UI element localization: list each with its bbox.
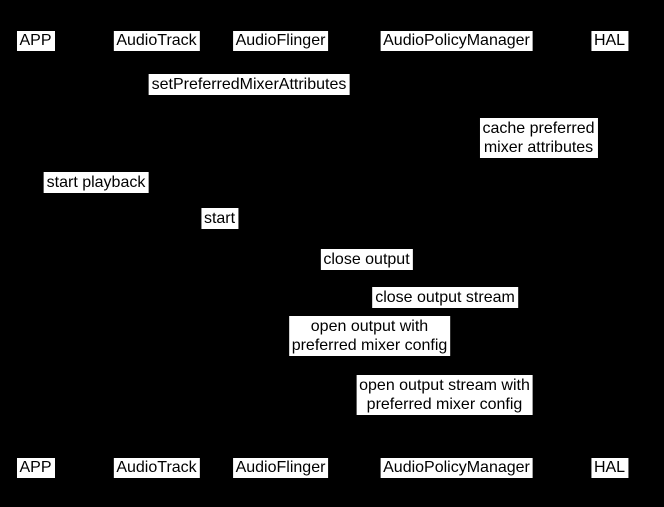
- participant-audiotrack-top: AudioTrack: [113, 31, 200, 51]
- message-cache-preferred-mixer-attributes: cache preferred mixer attributes: [479, 118, 598, 158]
- participant-audiotrack-bottom: AudioTrack: [113, 458, 200, 478]
- message-close-output-stream: close output stream: [372, 287, 518, 308]
- participant-hal-top: HAL: [590, 31, 629, 51]
- participant-app-top: APP: [16, 31, 55, 51]
- participant-audiopolicymanager-top: AudioPolicyManager: [380, 31, 533, 51]
- participant-hal-bottom: HAL: [590, 458, 629, 478]
- participant-audiopolicymanager-bottom: AudioPolicyManager: [380, 458, 533, 478]
- participant-app-bottom: APP: [16, 458, 55, 478]
- message-start-playback: start playback: [43, 172, 149, 193]
- message-start: start: [200, 208, 239, 229]
- message-close-output: close output: [320, 249, 413, 270]
- message-set-preferred-mixer-attributes: setPreferredMixerAttributes: [148, 74, 350, 95]
- message-open-output-with-preferred-mixer-config: open output with preferred mixer config: [288, 316, 451, 356]
- message-open-output-stream-with-preferred-mixer-config: open output stream with preferred mixer …: [356, 375, 533, 415]
- participant-audioflinger-bottom: AudioFlinger: [232, 458, 329, 478]
- participant-audioflinger-top: AudioFlinger: [232, 31, 329, 51]
